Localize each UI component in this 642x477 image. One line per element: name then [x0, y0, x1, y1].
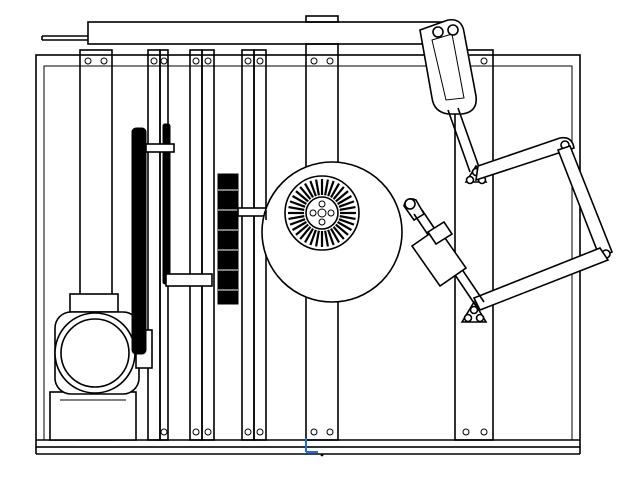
top-rail	[41, 15, 449, 45]
linkage-mechanism	[403, 18, 614, 323]
origin-marker	[305, 438, 324, 457]
bolt	[480, 428, 488, 436]
spoke	[295, 190, 309, 203]
spoke	[292, 221, 307, 231]
bolt	[160, 428, 168, 436]
spoke	[299, 186, 312, 200]
hub-hole	[318, 218, 326, 226]
bolt	[326, 57, 334, 65]
motor-housing	[54, 312, 136, 394]
spoke	[327, 180, 335, 197]
post-6	[241, 49, 255, 441]
upper-shaft-hub	[145, 143, 175, 153]
post-2	[147, 49, 161, 441]
hub-hole	[309, 209, 317, 217]
spoke	[332, 186, 345, 200]
spoke	[330, 183, 340, 198]
spoke	[289, 218, 306, 226]
wheel-hub	[305, 196, 339, 230]
bolt	[160, 57, 168, 65]
spoke	[338, 200, 355, 208]
lower-link	[472, 247, 610, 312]
spoke	[335, 223, 349, 236]
post-4	[189, 49, 203, 441]
gear-stack	[217, 173, 269, 305]
bolt	[100, 57, 108, 65]
spoke	[309, 229, 317, 246]
spoke	[324, 179, 329, 196]
wheel-outer	[284, 175, 360, 251]
pivot-pin	[432, 26, 444, 38]
lower-shaft	[165, 273, 213, 287]
bolt	[310, 57, 318, 65]
top-rail-tab	[305, 15, 339, 23]
motor-terminal-box	[69, 293, 119, 313]
spoke	[315, 230, 320, 247]
hub-hole	[327, 209, 335, 217]
bolt	[310, 428, 318, 436]
bolt	[244, 428, 252, 436]
spoke	[315, 179, 320, 196]
drive-belt	[131, 123, 213, 355]
spoke	[324, 230, 329, 247]
right-link	[556, 145, 614, 260]
frame-outer	[35, 54, 581, 448]
motor-base	[49, 391, 137, 441]
bolt	[326, 428, 334, 436]
spoke	[339, 206, 356, 211]
post-right	[454, 49, 494, 441]
bolt	[480, 57, 488, 65]
bolt	[462, 428, 470, 436]
belt-left	[131, 127, 147, 355]
bolt	[256, 57, 264, 65]
bolt	[244, 57, 252, 65]
bolt	[192, 57, 200, 65]
wheel-spokes	[288, 179, 356, 247]
top-rail-bar	[87, 21, 449, 45]
spoke	[309, 180, 317, 197]
bolt	[204, 428, 212, 436]
spoke	[335, 190, 349, 203]
bolt	[84, 57, 92, 65]
upper-link	[475, 136, 575, 182]
bolt	[150, 57, 158, 65]
hub-hole	[318, 200, 326, 208]
gear-teeth	[217, 173, 239, 305]
drum-assembly	[261, 161, 403, 303]
spoke	[304, 228, 314, 243]
post-5	[201, 49, 215, 441]
spoke	[292, 195, 307, 205]
spoke	[337, 195, 352, 205]
spoke	[288, 206, 305, 211]
motor-face	[60, 318, 130, 388]
spoke	[337, 221, 352, 231]
spoke	[304, 183, 314, 198]
spoke	[299, 226, 312, 240]
hub-hole	[317, 208, 327, 218]
pivot-pin	[447, 24, 459, 36]
spoke	[338, 218, 355, 226]
spoke	[288, 215, 305, 220]
spoke	[339, 215, 356, 220]
spoke	[332, 226, 345, 240]
bolt-holes	[84, 57, 488, 436]
bolt	[204, 57, 212, 65]
spoke	[289, 200, 306, 208]
bolt	[256, 428, 264, 436]
spoke	[330, 228, 340, 243]
spoke	[295, 223, 309, 236]
spoke	[327, 229, 335, 246]
bolt	[192, 428, 200, 436]
